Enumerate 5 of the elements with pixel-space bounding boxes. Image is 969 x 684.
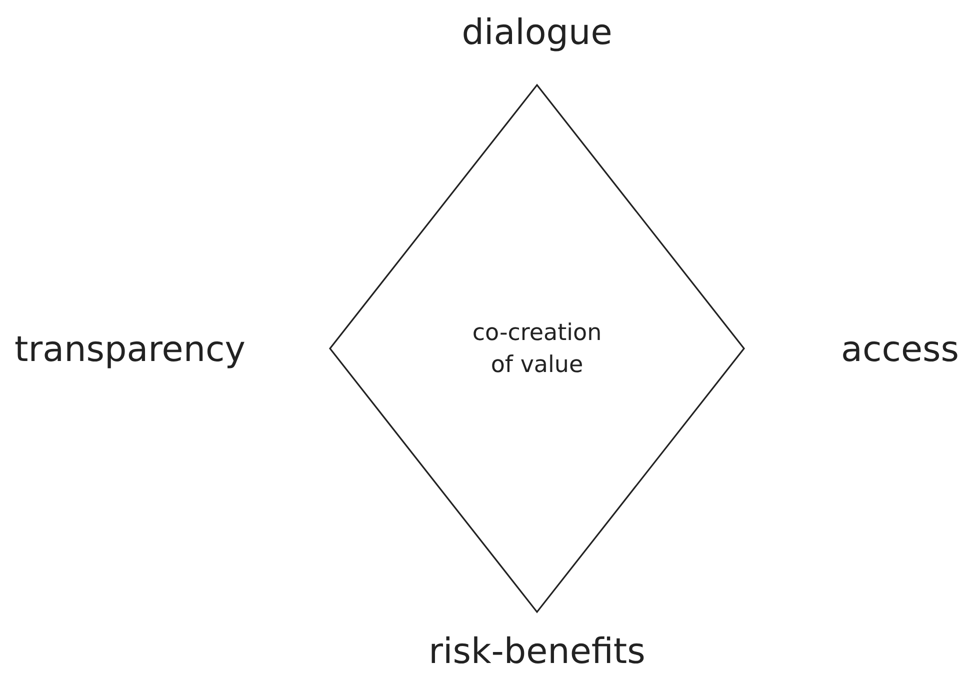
corner-label: dialogue (462, 13, 612, 53)
corner-label: risk-benefits (428, 632, 646, 672)
node-label: co-creation of value (471, 318, 603, 380)
corner-label: access (841, 330, 959, 370)
corner-label: transparency (14, 330, 246, 370)
